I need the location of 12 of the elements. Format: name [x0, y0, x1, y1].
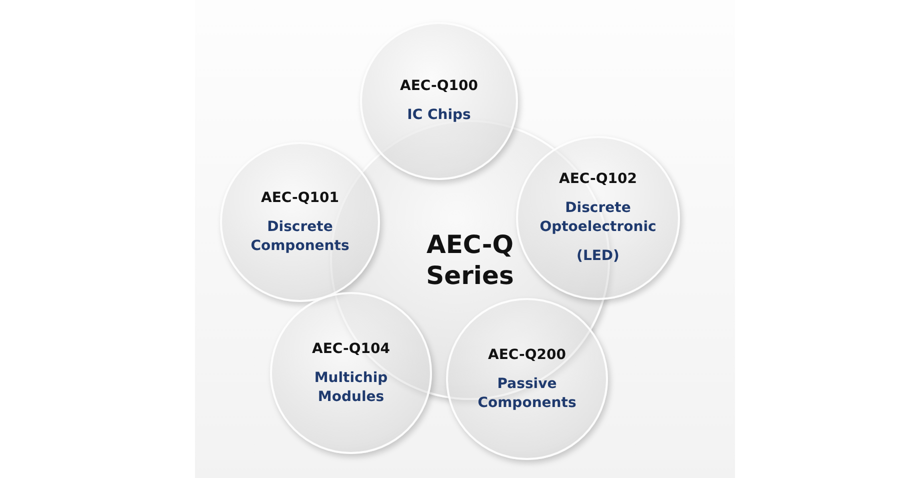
circle-label: (LED) [576, 247, 620, 266]
circle-label: Passive Components [476, 374, 578, 412]
circle-heading: AEC-Q101 [261, 188, 339, 208]
circle-title: AEC-Q Series [425, 229, 515, 291]
circle-label: IC Chips [407, 106, 471, 125]
circle-heading: AEC-Q100 [400, 77, 478, 96]
circle-heading: AEC-Q200 [488, 346, 566, 364]
circle-heading: AEC-Q104 [312, 340, 390, 358]
circle-heading: AEC-Q102 [559, 170, 637, 189]
circle-label: Discrete Optoelectronic [538, 199, 658, 237]
circle-label: Multichip Modules [313, 368, 389, 406]
circle-label: Discrete Components [250, 218, 350, 256]
